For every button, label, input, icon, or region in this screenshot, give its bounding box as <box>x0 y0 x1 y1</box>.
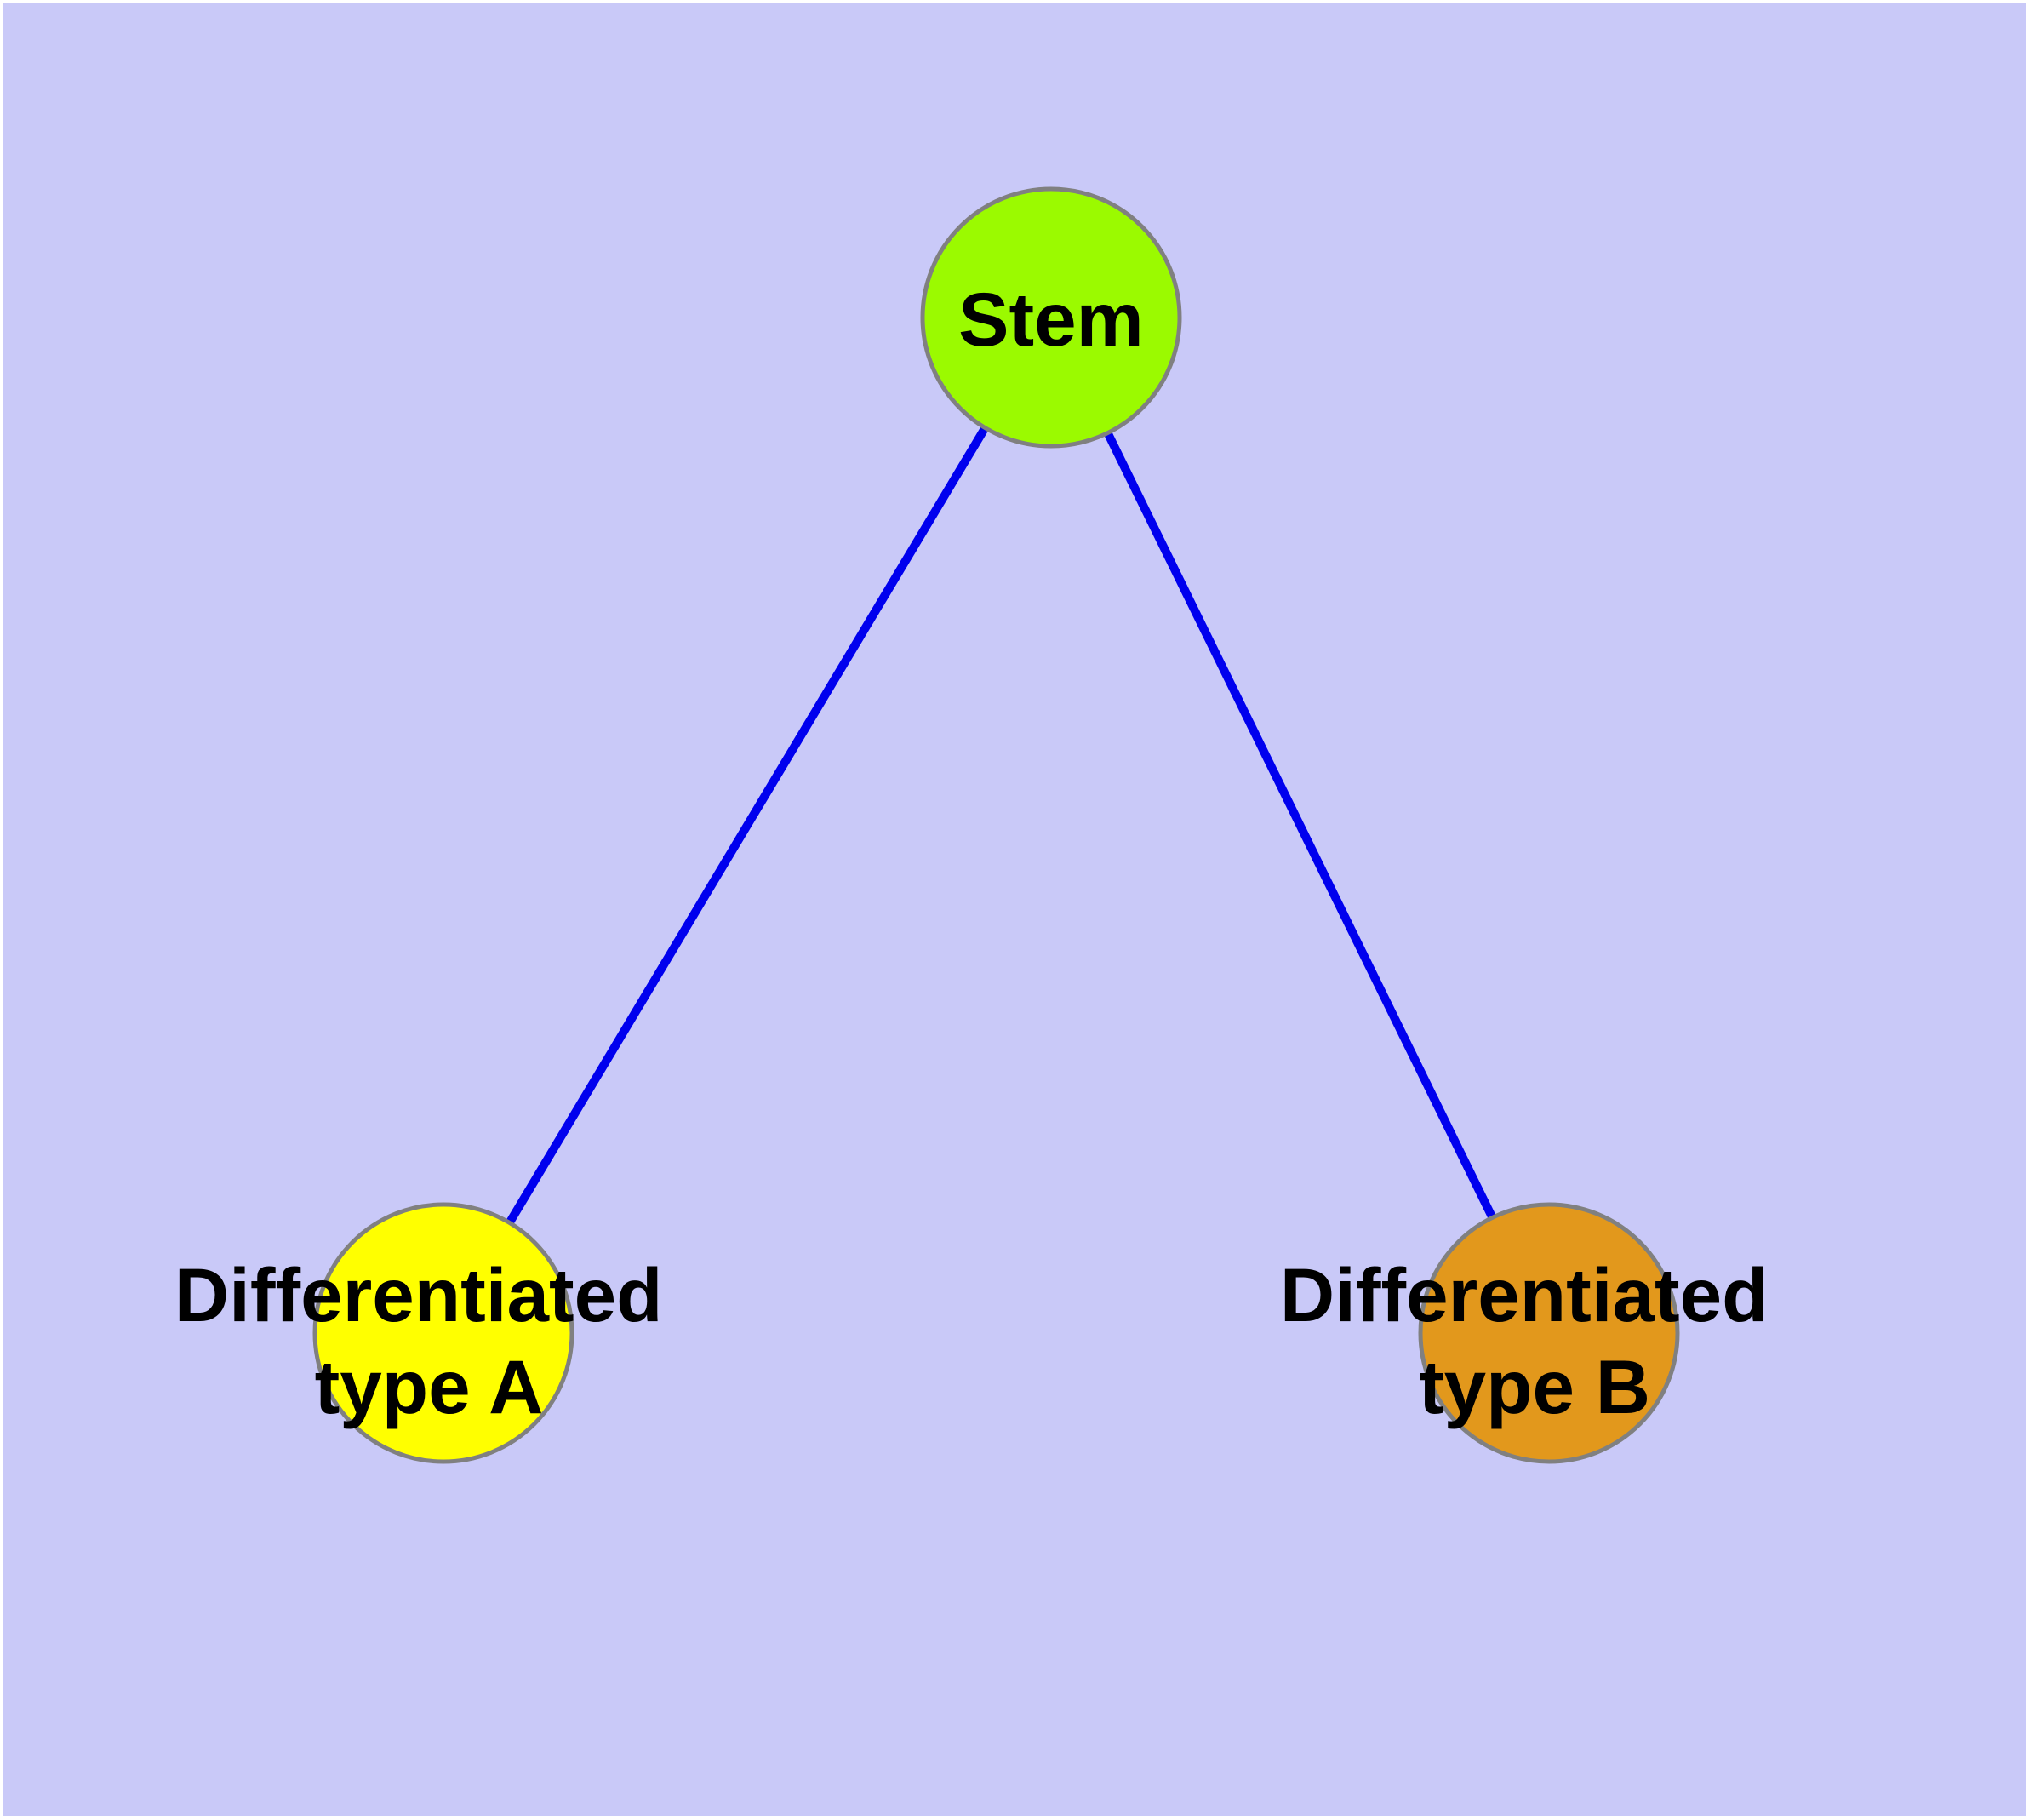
node-differentiated-type-b <box>1418 1202 1680 1464</box>
node-stem-label: Stem <box>958 277 1144 362</box>
node-type-a-label-line2: type A <box>315 1344 544 1429</box>
edge-stem-to-type-a <box>439 315 1055 1336</box>
node-type-a-label-line1: Differentiated <box>174 1252 663 1337</box>
node-differentiated-type-a <box>312 1202 574 1464</box>
node-differentiated-type-b-label: Differentiated type B <box>1280 1252 1789 1429</box>
node-differentiated-type-a-label: Differentiated type A <box>174 1252 683 1429</box>
node-type-b-label-line1: Differentiated <box>1280 1252 1769 1337</box>
node-stem <box>920 186 1182 449</box>
edge-stem-to-type-b <box>1047 315 1553 1336</box>
node-type-b-label-line2: type B <box>1419 1344 1650 1429</box>
